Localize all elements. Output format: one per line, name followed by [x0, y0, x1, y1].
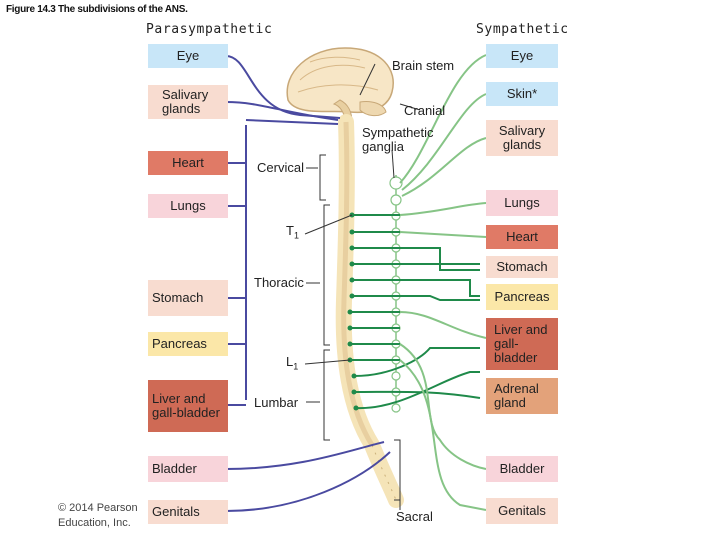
- symp-organ-salivary-glands: Salivary glands: [486, 120, 558, 156]
- label-lumbar: Lumbar: [254, 395, 299, 410]
- para-organ-genitals: Genitals: [148, 500, 228, 524]
- para-organ-lungs: Lungs: [148, 194, 228, 218]
- parasympathetic-nerves: [225, 55, 391, 512]
- sympathetic-preganglionic-fibers: [350, 214, 481, 410]
- sympathetic-postganglionic-fibers: [399, 54, 487, 511]
- symp-organ-adrenal-gland: Adrenal gland: [486, 378, 558, 414]
- para-organ-liver-gallbladder: Liver and gall-bladder: [148, 380, 228, 432]
- symp-organ-skin: Skin*: [486, 82, 558, 106]
- para-organ-heart: Heart: [148, 151, 228, 175]
- sympathetic-chain: [389, 175, 403, 413]
- label-t1-sub: 1: [293, 230, 299, 241]
- symp-organ-eye: Eye: [486, 44, 558, 68]
- figure-title: Figure 14.3 The subdivisions of the ANS.: [6, 4, 188, 15]
- region-brackets: [304, 63, 421, 510]
- brain-illustration: [286, 47, 394, 123]
- symp-organ-liver-gallbladder: Liver and gall-bladder: [486, 318, 558, 370]
- symp-organ-bladder: Bladder: [486, 456, 558, 482]
- label-t1: T1: [286, 224, 299, 243]
- para-organ-eye: Eye: [148, 44, 228, 68]
- label-cranial: Cranial: [404, 103, 446, 118]
- label-thoracic: Thoracic: [254, 275, 304, 290]
- copyright-notice: © 2014 Pearson Education, Inc.: [58, 502, 138, 529]
- symp-organ-heart: Heart: [486, 225, 558, 249]
- symp-organ-lungs: Lungs: [486, 190, 558, 216]
- label-sacral: Sacral: [396, 509, 433, 524]
- label-l1-letter: L: [286, 354, 294, 369]
- para-organ-salivary-glands: Salivary glands: [148, 85, 228, 119]
- label-sympathetic-ganglia: Sympathetic ganglia: [362, 125, 434, 154]
- para-organ-bladder: Bladder: [148, 456, 228, 482]
- para-organ-stomach: Stomach: [148, 280, 228, 316]
- label-cervical: Cervical: [257, 160, 304, 175]
- symp-organ-stomach: Stomach: [486, 256, 558, 278]
- parasympathetic-heading: Parasympathetic: [146, 22, 273, 37]
- symp-organ-pancreas: Pancreas: [486, 284, 558, 310]
- symp-organ-genitals: Genitals: [486, 498, 558, 524]
- para-organ-pancreas: Pancreas: [148, 332, 228, 356]
- preganglionic-dots: [347, 212, 359, 411]
- label-l1-sub: 1: [293, 361, 299, 372]
- label-brain-stem: Brain stem: [392, 58, 455, 73]
- label-t1-letter: T: [286, 223, 294, 238]
- sympathetic-heading: Sympathetic: [476, 22, 569, 37]
- label-l1: L1: [286, 355, 298, 374]
